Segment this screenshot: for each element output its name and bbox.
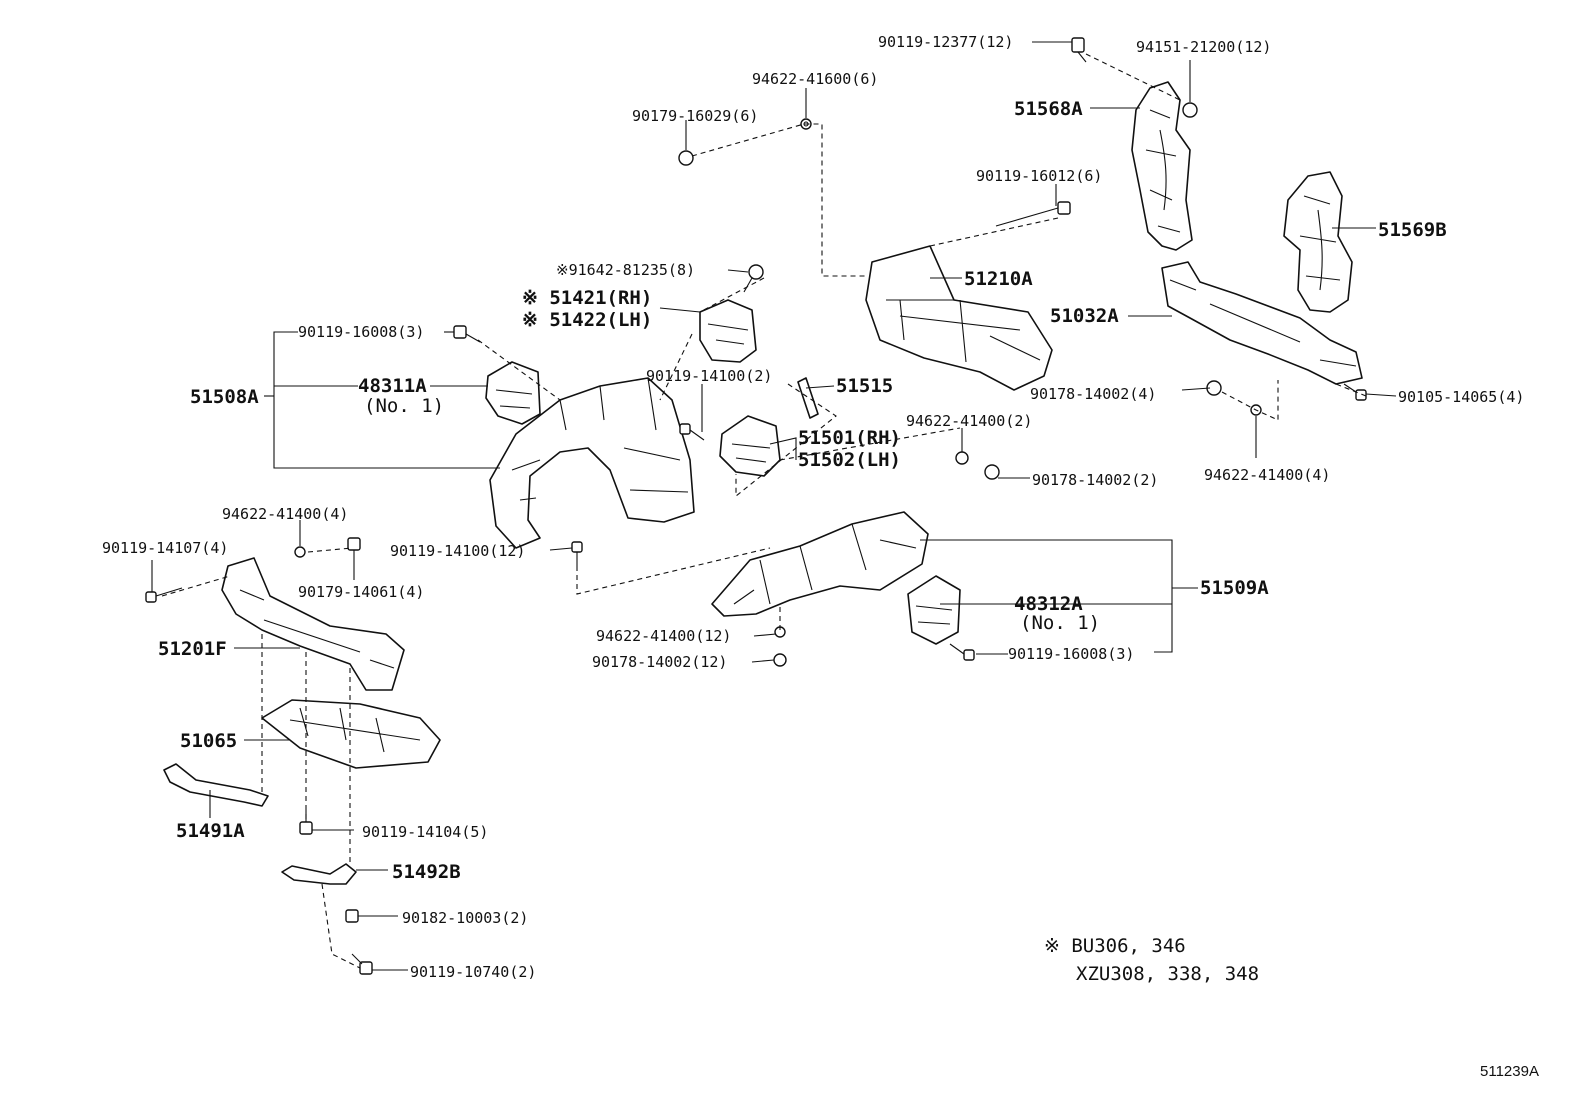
part-51421-bracket <box>699 299 757 363</box>
label-9011916008a: 90119-16008(3) <box>298 323 424 341</box>
fastener-bolt-9011916012 <box>995 201 1071 227</box>
fastener-bolt-9011914107 <box>145 587 183 603</box>
label-48312a: 48312A <box>1014 593 1083 615</box>
label-51509a: 51509A <box>1200 577 1269 599</box>
label-48311a: 48311A <box>358 375 427 397</box>
fastener-nut-9017914061 <box>347 537 361 551</box>
label-51491a: 51491A <box>176 820 245 842</box>
label-9011914107: 90119-14107(4) <box>102 539 228 557</box>
label-51569b: 51569B <box>1378 219 1447 241</box>
fastener-bolt-9011914100a <box>679 423 705 441</box>
label-9011916012: 90119-16012(6) <box>976 167 1102 185</box>
label-9011914100b: 90119-14100(12) <box>390 542 525 560</box>
part-51569b-bracket <box>1283 171 1353 313</box>
part-48312a-bracket <box>907 575 961 645</box>
label-9017814002b: 90178-14002(2) <box>1032 471 1158 489</box>
part-51491a-stay <box>163 763 269 807</box>
label-9011916008b: 90119-16008(3) <box>1008 645 1134 663</box>
label-51492b: 51492B <box>392 861 461 883</box>
applicability-note-line1: ※ BU306, 346 <box>1044 935 1186 957</box>
fastener-nut-9017814002c <box>773 653 787 667</box>
part-51568a-bracket <box>1131 81 1193 251</box>
part-51032a-crossmember <box>1161 261 1363 385</box>
part-51509a-member <box>711 511 929 617</box>
fastener-bolt-9011912377 <box>1071 37 1087 63</box>
part-51508a-frame <box>489 377 695 549</box>
fastener-bolt-9164281235 <box>743 264 764 293</box>
label-9017814002a: 90178-14002(4) <box>1030 385 1156 403</box>
part-51515-link <box>797 377 819 419</box>
label-9017814002c: 90178-14002(12) <box>592 653 727 671</box>
label-51508a: 51508A <box>190 386 259 408</box>
fastener-washer-9462241400a <box>955 451 969 465</box>
part-51065-plate <box>261 699 441 769</box>
part-51492b-stay <box>281 863 357 885</box>
fastener-bolt-9011914100b <box>571 541 583 566</box>
assembly-lines <box>161 53 1367 969</box>
fastener-nut-9018210003 <box>345 909 359 923</box>
fastener-bolt-9011914104 <box>299 810 313 835</box>
fastener-washer-9462241400c <box>294 546 306 558</box>
fastener-bolt-9011916008b <box>949 643 975 661</box>
leader-lines <box>151 41 1397 971</box>
label-9018210003: 90182-10003(2) <box>402 909 528 927</box>
label-9462241600: 94622-41600(6) <box>752 70 878 88</box>
figure-id: 511239A <box>1480 1063 1539 1080</box>
part-51210a-member <box>865 245 1053 391</box>
label-9462241400a: 94622-41400(2) <box>906 412 1032 430</box>
label-9011910740: 90119-10740(2) <box>410 963 536 981</box>
applicability-note-line2: XZU308, 338, 348 <box>1076 963 1259 985</box>
label-51201f: 51201F <box>158 638 227 660</box>
label-51065: 51065 <box>180 730 237 752</box>
label-51568a: 51568A <box>1014 98 1083 120</box>
label-48311a-no1: (No. 1) <box>364 395 444 417</box>
part-48311a-bracket <box>485 361 541 425</box>
label-9415121200: 94151-21200(12) <box>1136 38 1271 56</box>
label-48312a-no1: (No. 1) <box>1020 612 1100 634</box>
label-51210a: 51210A <box>964 268 1033 290</box>
fastener-nut-9017916029 <box>678 150 694 166</box>
label-51501: 51501(RH) <box>798 427 901 449</box>
label-9011914100a: 90119-14100(2) <box>646 367 772 385</box>
part-51501-bracket <box>719 415 781 477</box>
label-9462241400d: 94622-41400(12) <box>596 627 731 645</box>
label-51502: 51502(LH) <box>798 449 901 471</box>
fastener-bolt-9011910740 <box>351 953 373 975</box>
fastener-bolt-9011916008a <box>453 325 481 343</box>
label-51422: ※ 51422(LH) <box>522 309 652 331</box>
part-51201f-crossmember <box>221 557 405 691</box>
label-51421: ※ 51421(RH) <box>522 287 652 309</box>
fastener-nut-9017814002b <box>984 464 1000 480</box>
label-9164281235: ※91642-81235(8) <box>556 261 695 279</box>
label-9462241400c: 94622-41400(4) <box>222 505 348 523</box>
label-9017916029: 90179-16029(6) <box>632 107 758 125</box>
label-9011914104: 90119-14104(5) <box>362 823 488 841</box>
label-9011912377: 90119-12377(12) <box>878 33 1013 51</box>
label-9462241400b: 94622-41400(4) <box>1204 466 1330 484</box>
label-9010514065: 90105-14065(4) <box>1398 388 1524 406</box>
label-51515: 51515 <box>836 375 893 397</box>
fastener-nut-9415121200 <box>1182 102 1198 118</box>
label-51032a: 51032A <box>1050 305 1119 327</box>
label-9017914061: 90179-14061(4) <box>298 583 424 601</box>
